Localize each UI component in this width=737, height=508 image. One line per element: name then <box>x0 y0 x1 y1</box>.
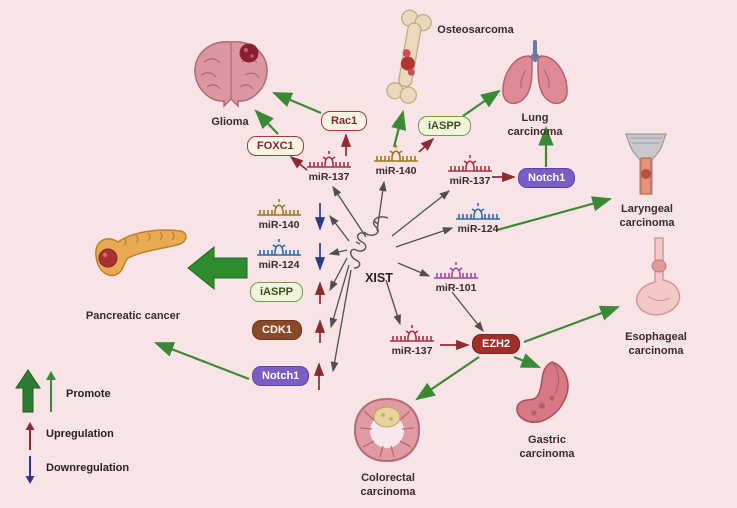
gene-cdk1: CDK1 <box>252 320 302 341</box>
gene-rac1: Rac1 <box>321 111 368 132</box>
mir101-hairpin-icon <box>434 262 478 279</box>
esophagus-stomach-illustration <box>635 237 681 316</box>
mir124-hairpin-icon <box>456 203 500 220</box>
mir137-top-label: miR-137 <box>308 171 350 183</box>
mirna-mir124-left: miR-124 <box>253 238 305 271</box>
upregulation-legend-icon <box>25 422 35 450</box>
upregulation-legend-label: Upregulation <box>46 428 114 440</box>
mirna-mir101: miR-101 <box>430 261 482 294</box>
mir140-left-label: miR-140 <box>258 219 300 231</box>
mir124-left-label: miR-124 <box>258 259 300 271</box>
laryngeal-carcinoma-label: Laryngeal carcinoma <box>619 203 675 229</box>
mir124-hairpin-icon <box>257 239 301 256</box>
mir124-right-label: miR-124 <box>457 223 499 235</box>
gastric-carcinoma-label: Gastric carcinoma <box>519 434 575 460</box>
downregulation-legend-icon <box>25 456 35 484</box>
mir137-right-label: miR-137 <box>449 175 491 187</box>
mir101-label: miR-101 <box>435 282 477 294</box>
gene-iaspp-top: iASPP <box>418 116 472 137</box>
lungs-illustration <box>502 40 568 105</box>
glioma-label: Glioma <box>211 116 249 128</box>
mirna-mir140-left: miR-140 <box>253 198 305 231</box>
mir140-hairpin-icon <box>374 145 418 162</box>
gene-foxc1: FOXC1 <box>247 136 304 157</box>
mir137-bottom-label: miR-137 <box>391 345 433 357</box>
colorectal-colon-illustration <box>353 397 421 463</box>
glioma-brain-illustration <box>194 41 268 108</box>
mir137-hairpin-icon <box>390 325 434 342</box>
osteosarcoma-label: Osteosarcoma <box>437 24 514 36</box>
promote-legend-label: Promote <box>66 388 111 400</box>
gastric-stomach-illustration <box>516 361 569 423</box>
mir137-hairpin-icon <box>448 155 492 172</box>
osteosarcoma-bone-illustration <box>386 9 432 104</box>
gene-notch1-left: Notch1 <box>252 366 310 387</box>
lung-carcinoma-label: Lung carcinoma <box>507 112 563 138</box>
gene-iaspp-left: iASPP <box>250 282 304 303</box>
xist-label: XIST <box>365 271 393 285</box>
upregulation-arrows <box>289 133 516 390</box>
xist-target-arrows <box>328 180 484 373</box>
big-promote-arrow <box>187 245 248 291</box>
larynx-illustration <box>625 133 667 195</box>
pancreatic-cancer-label: Pancreatic cancer <box>85 310 181 322</box>
promote-arrows <box>153 89 621 401</box>
mirna-mir137-bottom: miR-137 <box>386 324 438 357</box>
xist-rna-icon <box>350 216 389 269</box>
mirna-mir124-right: miR-124 <box>452 202 504 235</box>
mirna-mir137-right: miR-137 <box>444 154 496 187</box>
mir137-hairpin-icon <box>307 151 351 168</box>
esophageal-carcinoma-label: Esophageal carcinoma <box>625 331 687 357</box>
gene-ezh2: EZH2 <box>472 334 521 355</box>
mirna-mir140-top: miR-140 <box>370 144 422 177</box>
mirna-mir137-top: miR-137 <box>303 150 355 183</box>
gene-notch1-right: Notch1 <box>518 168 576 189</box>
colorectal-carcinoma-label: Colorectal carcinoma <box>360 472 416 498</box>
downregulation-legend-label: Downregulation <box>46 462 130 474</box>
mir140-hairpin-icon <box>257 199 301 216</box>
mir140-top-label: miR-140 <box>375 165 417 177</box>
pancreas-illustration <box>95 229 187 277</box>
promote-legend-icon <box>15 369 56 413</box>
